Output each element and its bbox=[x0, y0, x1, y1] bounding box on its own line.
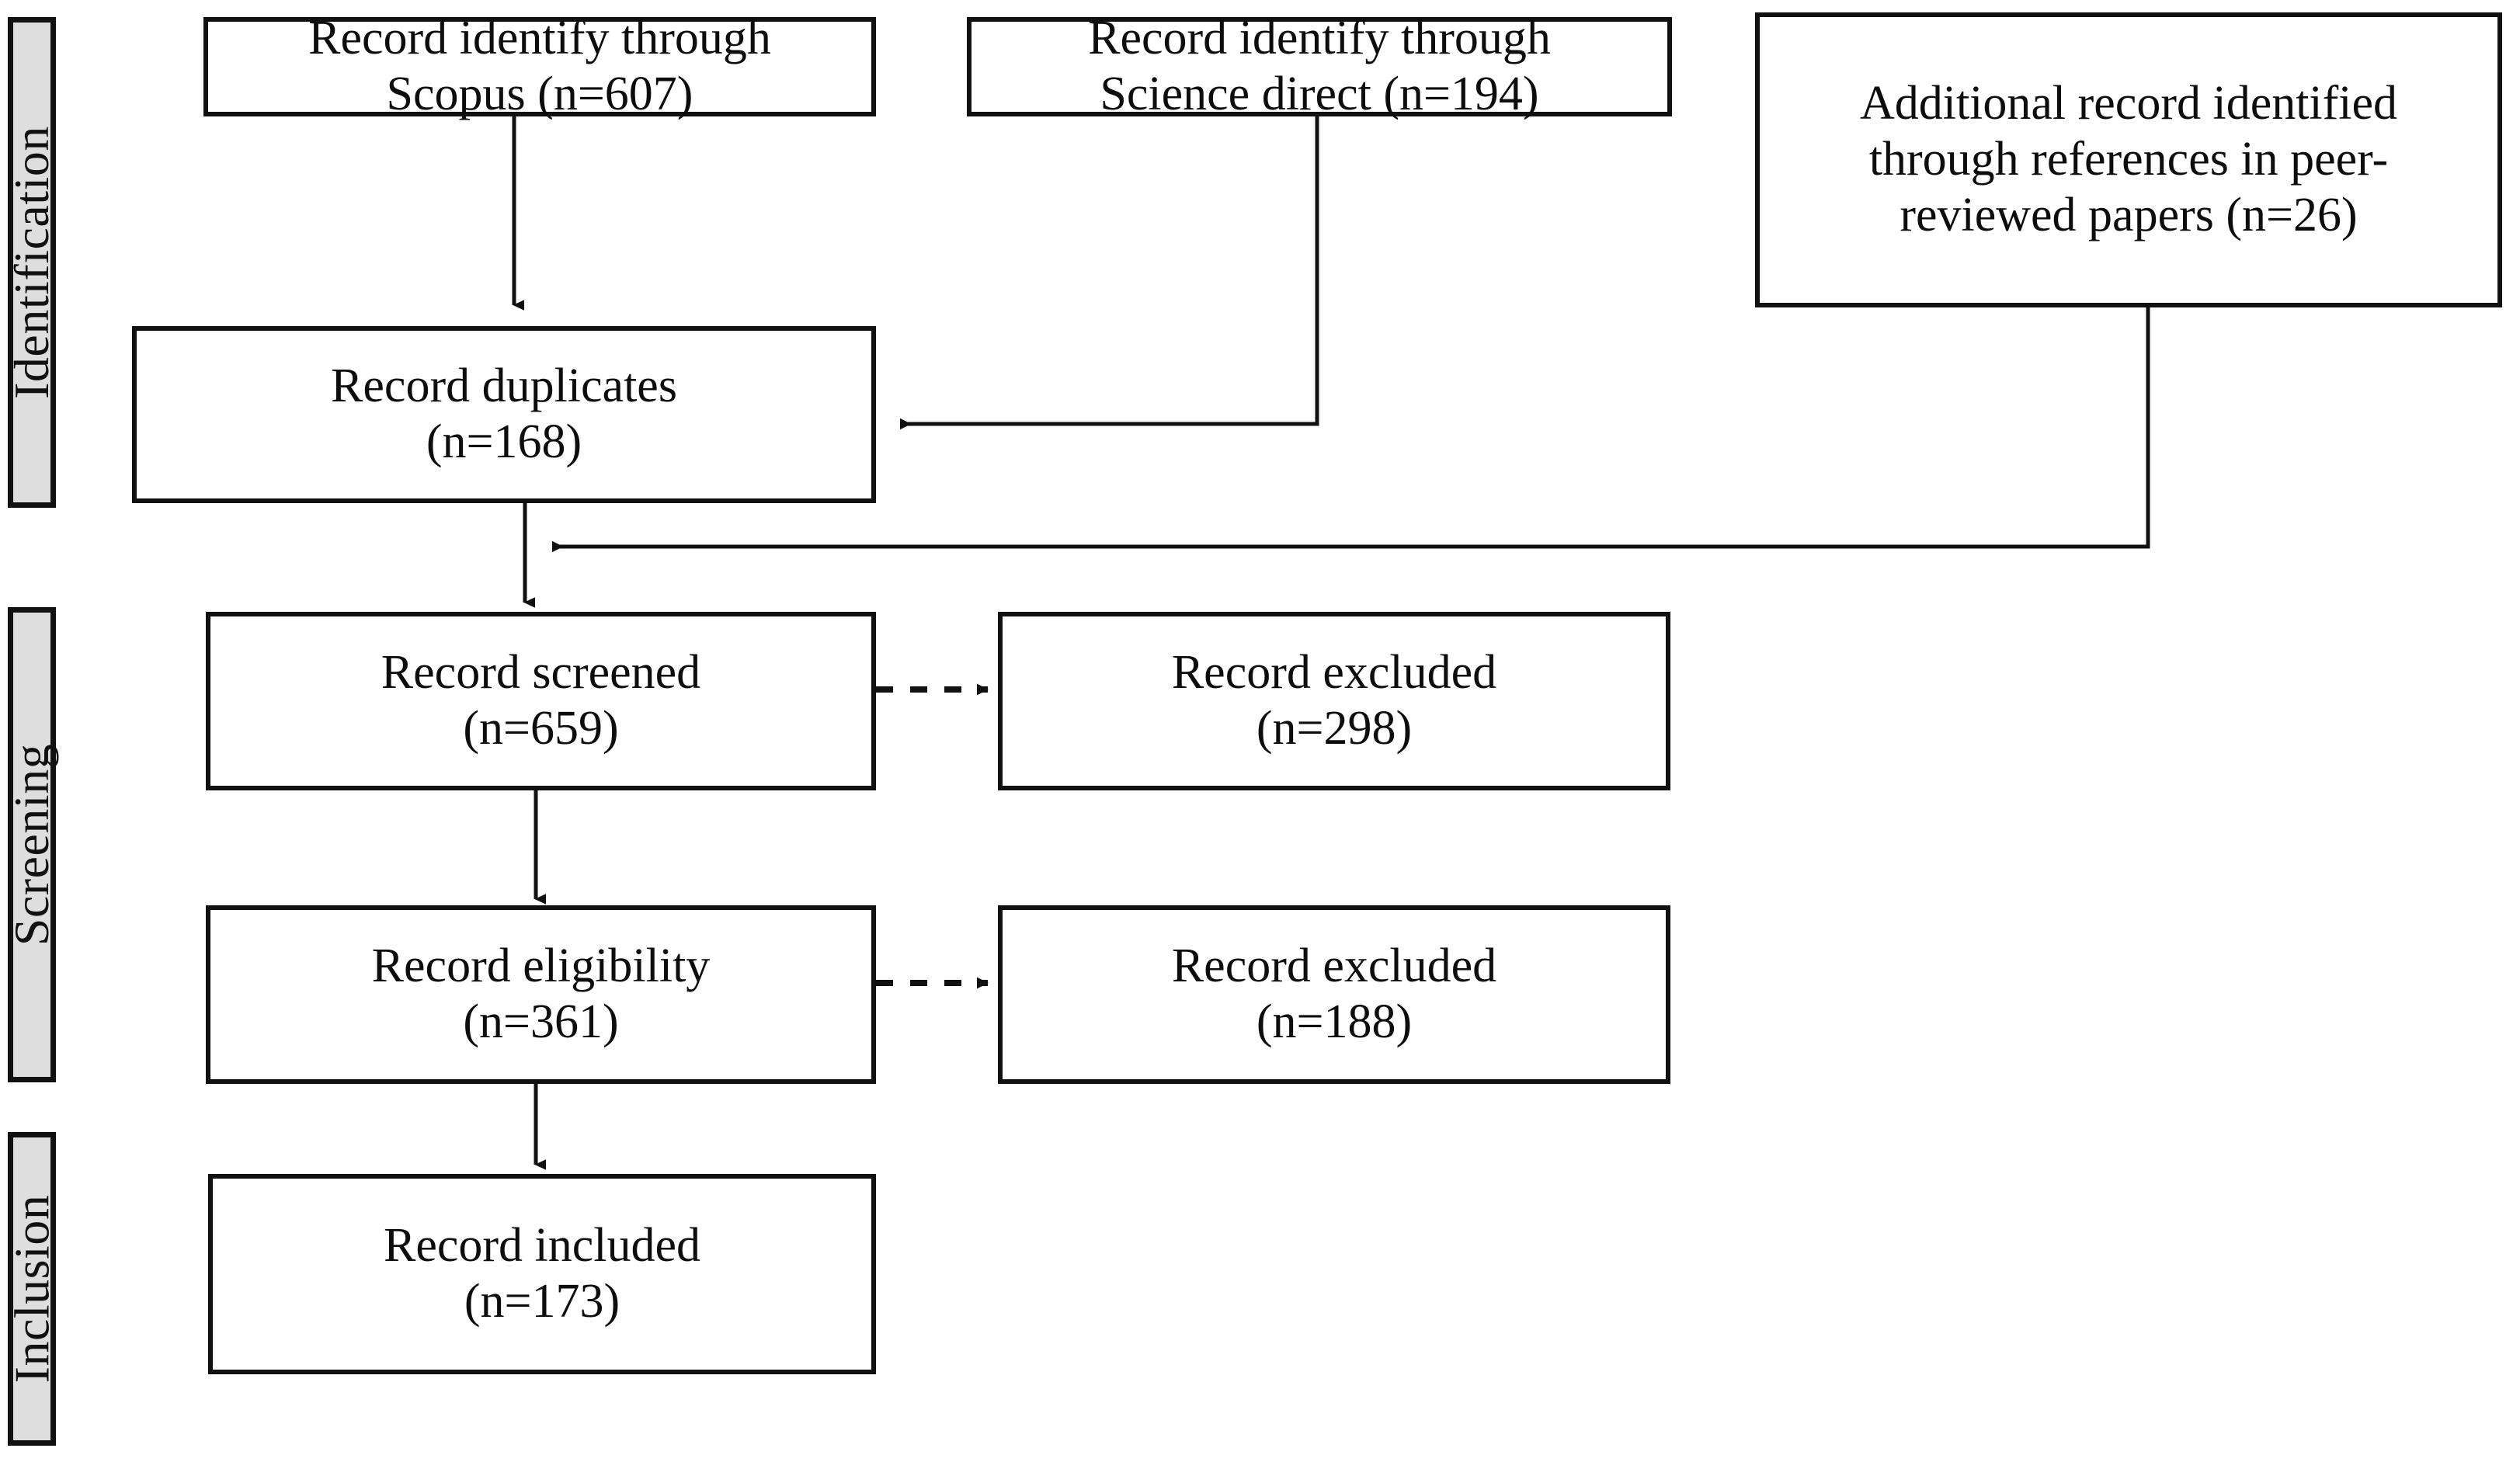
node-line-2: Science direct (n=194) bbox=[1100, 68, 1539, 120]
node-line-2: (n=298) bbox=[1256, 702, 1413, 755]
node-record-included: Record included (n=173) bbox=[208, 1174, 876, 1374]
stage-band-screening: Screening bbox=[4, 607, 59, 1082]
node-record-excluded-screening: Record excluded (n=298) bbox=[998, 612, 1670, 790]
stage-label-screening: Screening bbox=[4, 743, 59, 946]
stage-band-identification: Identification bbox=[4, 17, 59, 508]
node-line-2: (n=659) bbox=[463, 702, 619, 755]
node-line-1: Record eligibility bbox=[371, 939, 711, 993]
node-line-2: Scopus (n=607) bbox=[386, 68, 693, 120]
node-record-identify-scopus: Record identify through Scopus (n=607) bbox=[203, 12, 876, 120]
node-line-1: Record duplicates bbox=[331, 359, 677, 413]
stage-band-inclusion: Inclusion bbox=[4, 1132, 59, 1446]
node-line-1: Record excluded bbox=[1171, 939, 1497, 993]
connector-additional-to-screened bbox=[552, 307, 2150, 553]
node-additional-record-identified: Additional record identified through ref… bbox=[1755, 12, 2502, 307]
node-line-2: (n=188) bbox=[1256, 995, 1413, 1048]
node-record-screened: Record screened (n=659) bbox=[206, 612, 876, 790]
node-line-2: (n=168) bbox=[426, 415, 582, 468]
node-line-2: (n=173) bbox=[464, 1275, 620, 1328]
node-line-2: (n=361) bbox=[463, 995, 619, 1048]
connector-science-direct-to-duplicates bbox=[900, 116, 1319, 430]
node-line-2: through references in peer- bbox=[1868, 133, 2389, 186]
node-record-duplicates: Record duplicates (n=168) bbox=[132, 326, 876, 503]
stage-label-inclusion: Inclusion bbox=[4, 1194, 59, 1384]
node-record-eligibility: Record eligibility (n=361) bbox=[206, 905, 876, 1084]
node-line-1: Record screened bbox=[381, 646, 701, 700]
node-line-3: reviewed papers (n=26) bbox=[1900, 188, 2358, 241]
node-record-excluded-eligibility: Record excluded (n=188) bbox=[998, 905, 1670, 1084]
node-line-1: Additional record identified bbox=[1859, 77, 2398, 130]
node-line-1: Record identify through bbox=[1088, 12, 1551, 65]
stage-label-identification: Identification bbox=[4, 126, 59, 399]
node-line-1: Record included bbox=[383, 1219, 701, 1273]
node-line-1: Record identify through bbox=[308, 12, 771, 65]
node-line-1: Record excluded bbox=[1171, 646, 1497, 700]
node-record-identify-science-direct: Record identify through Science direct (… bbox=[967, 12, 1672, 120]
